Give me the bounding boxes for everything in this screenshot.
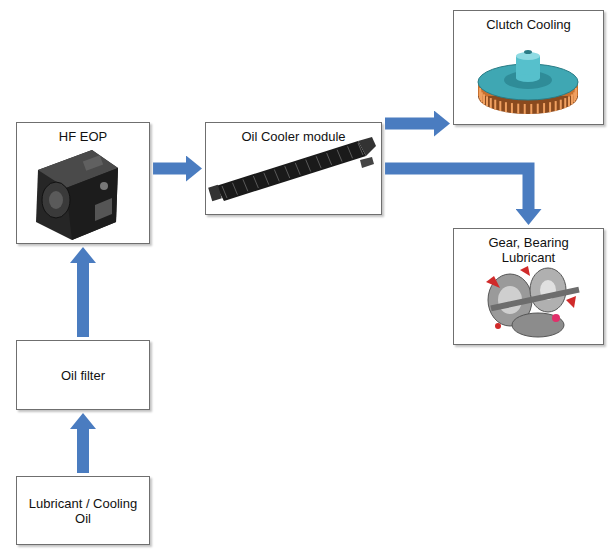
clutch-tooth — [494, 100, 496, 110]
clutch-illustration — [478, 50, 578, 114]
clutch-tooth — [549, 102, 551, 112]
flow-arrow — [385, 169, 529, 210]
clutch-tooth — [481, 92, 483, 102]
pump-illustration — [36, 150, 118, 240]
process-box: Oil Cooler module — [205, 122, 382, 215]
flow-arrow — [77, 429, 89, 473]
cooler-fin — [243, 179, 248, 191]
flow-arrow — [77, 263, 89, 337]
clutch-tooth — [537, 104, 539, 114]
flow-arrow — [153, 163, 186, 175]
cooler-fin — [348, 146, 353, 158]
cooler-illustration — [208, 137, 376, 201]
cooler-fin — [232, 183, 237, 195]
cooler-fin — [285, 166, 290, 178]
cooler-fin — [337, 150, 342, 162]
clutch-tooth — [568, 96, 570, 106]
cooler-fin — [274, 169, 279, 181]
cooler-fin — [222, 186, 227, 198]
cooler-fin — [264, 173, 269, 185]
cooler-fin — [327, 153, 332, 165]
cooler-fin — [306, 160, 311, 172]
process-box: HF EOP — [16, 122, 150, 244]
clutch-tooth — [505, 102, 507, 112]
box-label: Gear, Bearing Lubricant — [470, 235, 588, 265]
clutch-tooth — [524, 104, 526, 114]
cooler-fin — [295, 163, 300, 175]
clutch-tooth — [555, 101, 557, 111]
box-label: Clutch Cooling — [486, 17, 571, 32]
clutch-tooth — [571, 94, 573, 104]
process-box: Clutch Cooling — [453, 10, 604, 125]
clutch-tooth — [575, 88, 577, 98]
process-box: Lubricant / Cooling Oil — [16, 476, 150, 545]
clutch-tooth — [490, 98, 492, 108]
flow-arrow — [385, 118, 434, 130]
box-label: Oil Cooler module — [241, 129, 345, 144]
process-box: Gear, Bearing Lubricant — [453, 228, 604, 345]
clutch-tooth — [517, 104, 519, 114]
box-label: Lubricant / Cooling Oil — [28, 496, 138, 526]
clutch-tooth — [486, 96, 488, 106]
box-label: Oil filter — [61, 368, 105, 383]
clutch-tooth — [543, 103, 545, 113]
process-box: Oil filter — [16, 340, 150, 410]
clutch-tooth — [530, 104, 532, 114]
cooler-fin — [316, 156, 321, 168]
box-label: HF EOP — [59, 129, 107, 144]
clutch-tooth — [564, 98, 566, 108]
clutch-tooth — [483, 94, 485, 104]
clutch-tooth — [511, 103, 513, 113]
gear-illustration — [486, 266, 580, 337]
clutch-tooth — [499, 101, 501, 111]
clutch-tooth — [560, 100, 562, 110]
cooler-fin — [253, 176, 258, 188]
